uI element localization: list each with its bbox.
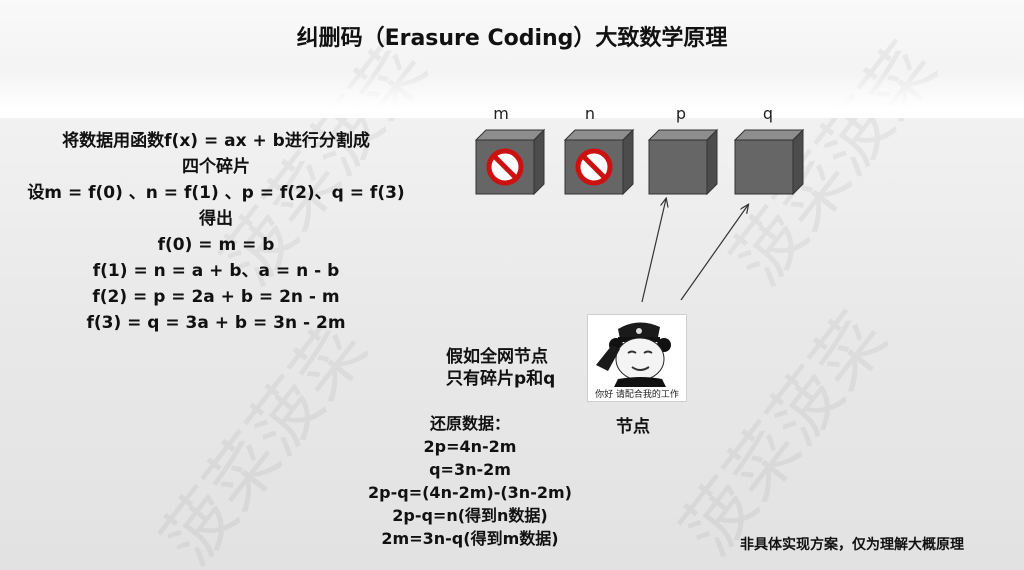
saluting-panda-icon [596,322,671,387]
shard-label-p: p [675,104,687,123]
restore-steps: 还原数据： 2p=4n-2m q=3n-2m 2p-q=(4n-2m)-(3n-… [330,412,610,550]
scenario-line-1: 假如全网节点 [446,347,548,367]
restore-line: 2p-q=(4n-2m)-(3n-2m) [368,483,572,502]
node-label: 节点 [616,417,650,437]
shard-label-q: q [762,104,774,123]
explanation-line: f(3) = q = 3a + b = 3n - 2m [86,313,346,333]
explanation-line: f(2) = p = 2a + b = 2n - m [92,287,340,307]
shard-cube-q [733,128,805,196]
shard-cube-n [563,128,635,196]
explanation-block: 将数据用函数f(x) = ax + b进行分割成 四个碎片 设m = f(0) … [10,128,422,336]
restore-line: q=3n-2m [429,460,511,479]
explanation-line: f(1) = n = a + b、a = n - b [92,261,340,281]
prohibited-icon [575,148,613,186]
explanation-line: f(0) = m = b [157,235,275,255]
arrow-to-p [641,199,666,303]
meme-caption: 你好 请配合我的工作 [595,390,679,400]
restore-line: 还原数据： [429,414,510,433]
title-band [0,70,1024,118]
explanation-line: 将数据用函数f(x) = ax + b进行分割成 [62,131,370,151]
shard-label-n: n [584,104,596,123]
arrow-to-q [680,205,748,301]
shard-cube-m [474,128,546,196]
shard-label-m: m [493,104,509,123]
scenario-line-2: 只有碎片p和q [446,369,556,389]
restore-line: 2p=4n-2m [423,437,517,456]
explanation-line: 设m = f(0) 、n = f(1) 、p = f(2)、q = f(3) [27,183,405,203]
node-meme-image: 你好 请配合我的工作 [587,314,687,402]
restore-line: 2m=3n-q(得到m数据) [381,529,559,548]
slide-title: 纠删码（Erasure Coding）大致数学原理 [296,26,728,51]
restore-line: 2p-q=n(得到n数据) [392,506,548,525]
prohibited-icon [486,148,524,186]
explanation-line: 四个碎片 [182,157,250,177]
explanation-line: 得出 [199,209,233,229]
disclaimer-note: 非具体实现方案，仅为理解大概原理 [740,537,964,553]
shard-cube-p [647,128,719,196]
